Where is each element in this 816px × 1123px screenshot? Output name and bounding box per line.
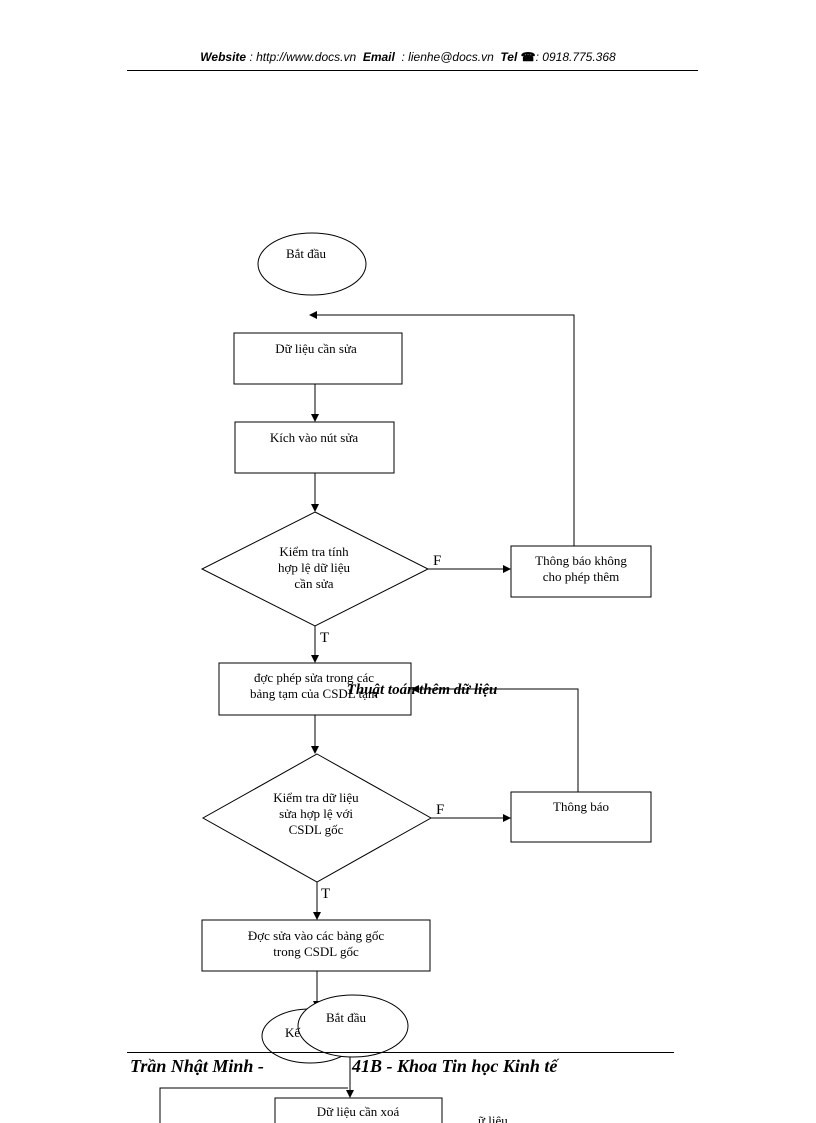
phone-icon: ☎ <box>520 50 536 64</box>
tel-value: : 0918.775.368 <box>535 50 616 64</box>
check1-label-1: Kiểm tra tính <box>279 544 349 559</box>
msg1-box <box>510 545 652 598</box>
msg1-label-2: cho phép thêm <box>543 569 620 584</box>
check1-label-2: hợp lệ dữ liệu <box>278 560 351 575</box>
end-partial-label: Kế <box>285 1025 301 1040</box>
website-label: Website <box>200 50 247 64</box>
partial-bottom-label: ữ liệu <box>478 1113 508 1123</box>
input2-label: Dữ liệu cần xoá <box>317 1104 400 1119</box>
footer-rule <box>127 1052 674 1053</box>
footer-right: 41B - Khoa Tin học Kinh tế <box>352 1056 558 1076</box>
msg2-box <box>510 791 652 843</box>
input2-box <box>274 1097 443 1123</box>
input-box <box>233 332 403 385</box>
click-box <box>234 421 395 474</box>
commit-box <box>201 919 431 972</box>
check1-label-3: cần sửa <box>294 576 333 591</box>
start2-node <box>297 994 409 1058</box>
check2-label-2: sửa hợp lệ với <box>279 806 353 821</box>
t2-label: T <box>321 886 330 902</box>
start-label: Bắt đầu <box>286 246 327 261</box>
tel-label: Tel <box>500 50 518 64</box>
check2-label-3: CSDL gốc <box>289 822 344 837</box>
t1-label: T <box>320 630 329 646</box>
allow-box <box>218 662 412 716</box>
email-label: Email <box>362 50 395 64</box>
footer-left: Trần Nhật Minh - <box>130 1056 264 1076</box>
input-label: Dữ liệu cần sửa <box>275 341 357 356</box>
click-label: Kích vào nút sửa <box>270 430 359 445</box>
f2-label: F <box>436 802 444 818</box>
page-header: Website : http://www.docs.vn Email : lie… <box>0 50 816 64</box>
msg2-label: Thông báo <box>553 799 609 814</box>
check2-label-1: Kiểm tra dữ liệu <box>273 790 359 805</box>
start-node <box>257 232 367 296</box>
website-value: : http://www.docs.vn <box>249 50 357 64</box>
email-value: : lienhe@docs.vn <box>401 50 494 64</box>
allow-label-1: đợc phép sửa trong các <box>254 670 374 685</box>
allow-label-2: bảng tạm của CSDL tạm <box>250 686 378 701</box>
start2-label: Bắt đầu <box>326 1010 367 1025</box>
f1-label: F <box>433 553 441 569</box>
commit-label-1: Đợc sửa vào các bảng gốc <box>248 928 385 943</box>
msg1-label-1: Thông báo không <box>535 553 627 568</box>
header-rule <box>127 70 698 71</box>
commit-label-2: trong CSDL gốc <box>273 944 359 959</box>
overlap-title: Thuật toán thêm dữ liệu <box>347 682 498 698</box>
